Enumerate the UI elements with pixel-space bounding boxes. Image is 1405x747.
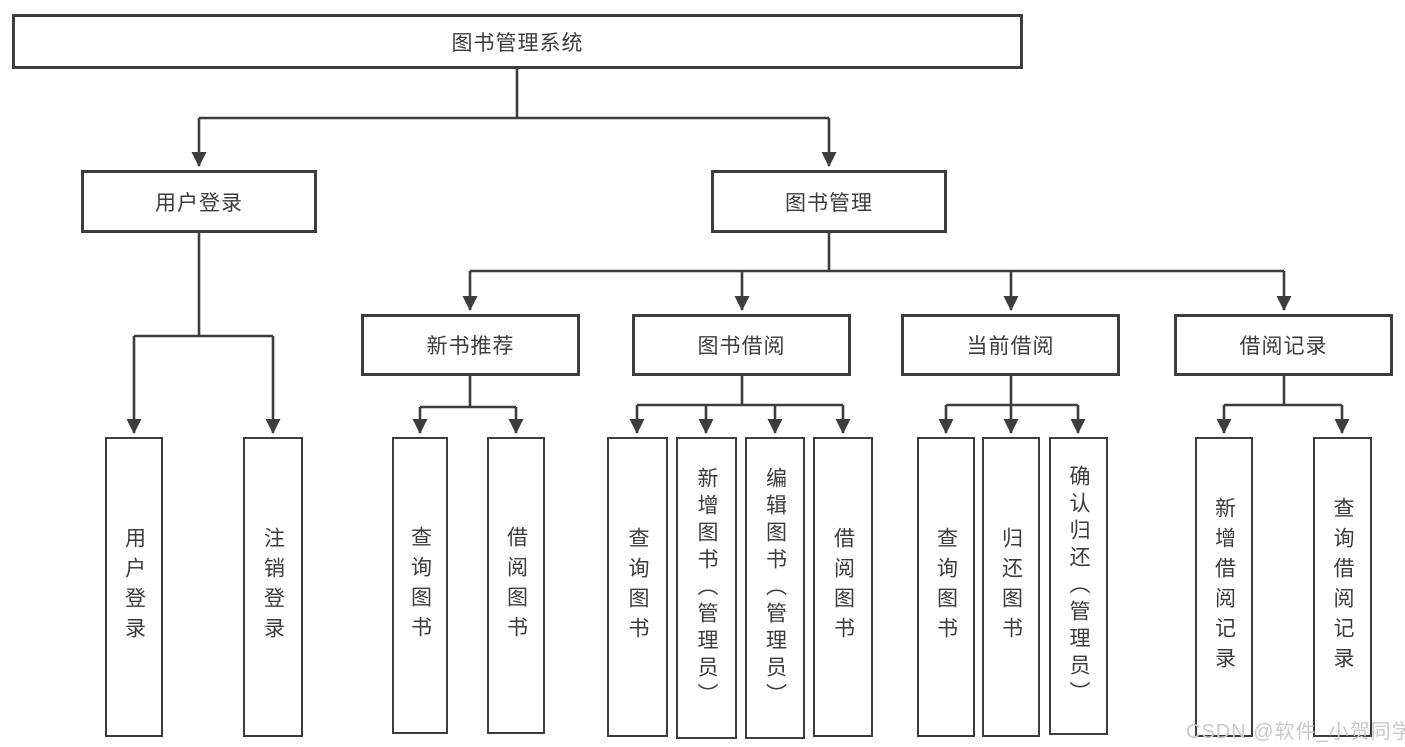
node-label: 查询图书 xyxy=(626,527,649,647)
node-borrowing-records: 借阅记录 xyxy=(1174,314,1393,376)
node-label: 查询图书 xyxy=(934,527,958,647)
node-br-query-record: 查询借阅记录 xyxy=(1313,437,1372,737)
node-cb-query-books: 查询图书 xyxy=(917,437,975,737)
wire-borrowing-records-trunk xyxy=(1224,376,1342,407)
node-new-book-recommend: 新书推荐 xyxy=(361,314,580,376)
wire-new-book-trunk xyxy=(420,376,516,409)
node-cb-return-books: 归还图书 xyxy=(982,437,1040,737)
node-label: 借阅图书 xyxy=(504,525,528,646)
node-label: 用户登录 xyxy=(122,527,146,647)
node-label: 确认归还（管理员） xyxy=(1067,464,1090,708)
node-label: 新增借阅记录 xyxy=(1212,497,1236,677)
wire-book-management-trunk xyxy=(470,233,1284,273)
node-bb-query-books: 查询图书 xyxy=(607,437,668,737)
node-label: 注销登录 xyxy=(261,527,285,647)
node-cb-confirm-return-admin: 确认归还（管理员） xyxy=(1049,437,1108,735)
node-label: 归还图书 xyxy=(999,527,1023,647)
node-br-add-record: 新增借阅记录 xyxy=(1195,437,1253,737)
node-bb-add-books-admin: 新增图书（管理员） xyxy=(676,437,737,739)
node-bb-borrow-books: 借阅图书 xyxy=(813,437,873,737)
node-book-management: 图书管理 xyxy=(711,170,947,233)
watermark-text: CSDN @软件_小贺同学 xyxy=(1186,721,1405,743)
node-nb-borrow-books: 借阅图书 xyxy=(487,437,545,734)
node-bb-edit-books-admin: 编辑图书（管理员） xyxy=(745,437,805,739)
node-label: 编辑图书（管理员） xyxy=(763,466,787,710)
node-current-borrowing: 当前借阅 xyxy=(901,314,1120,376)
node-library-management-system: 图书管理系统 xyxy=(12,14,1023,69)
node-user-login: 用户登录 xyxy=(81,170,317,233)
wire-user-login-trunk xyxy=(134,233,273,338)
node-user-login-action: 用户登录 xyxy=(105,437,163,737)
node-label: 新增图书（管理员） xyxy=(695,466,718,710)
node-label: 查询借阅记录 xyxy=(1331,497,1354,677)
node-nb-query-books: 查询图书 xyxy=(392,437,448,734)
wire-current-borrowing-trunk xyxy=(946,376,1078,407)
node-book-borrowing: 图书借阅 xyxy=(632,314,851,376)
node-logout-action: 注销登录 xyxy=(243,437,303,737)
wire-root-trunk xyxy=(199,68,829,120)
node-label: 借阅图书 xyxy=(831,527,855,647)
wire-book-borrowing-trunk xyxy=(637,376,843,407)
node-label: 查询图书 xyxy=(408,525,432,646)
